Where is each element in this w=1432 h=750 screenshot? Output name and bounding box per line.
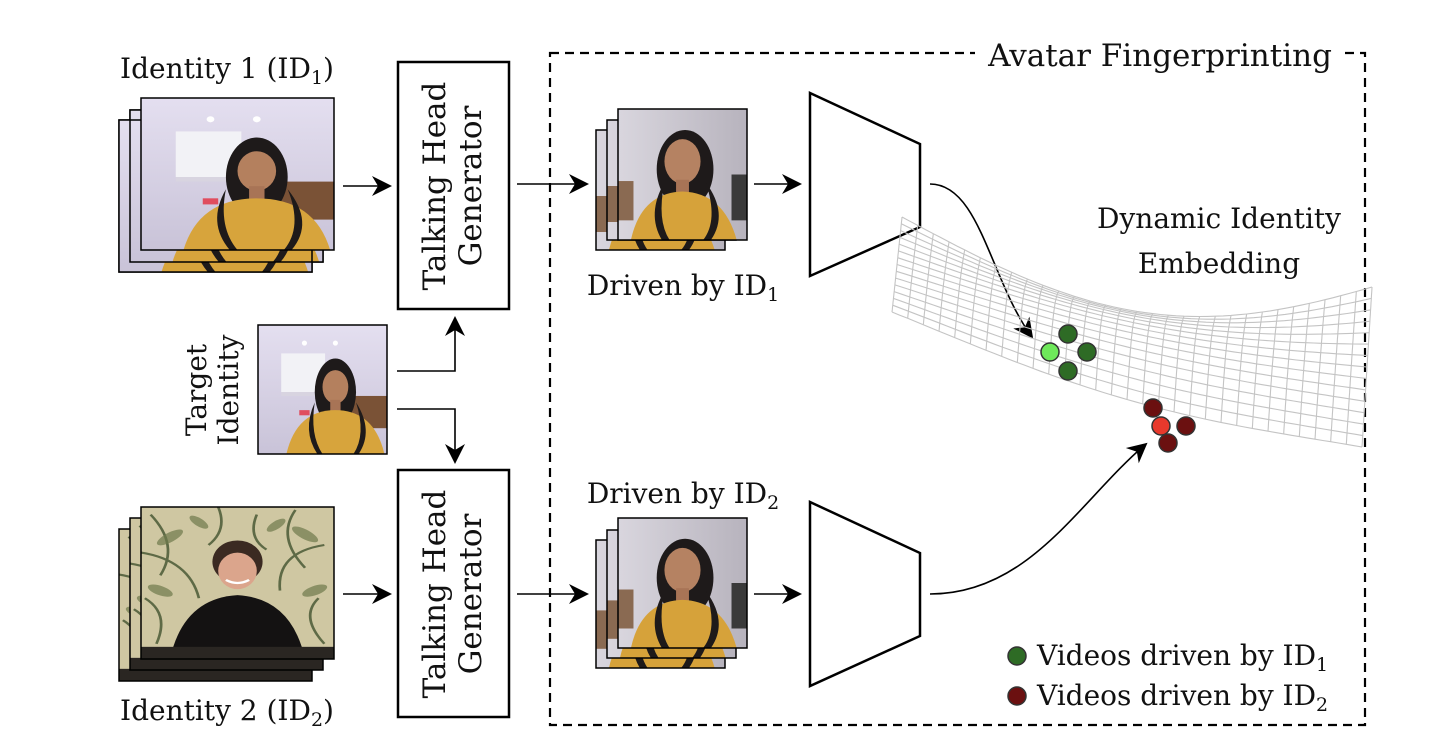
- identity1-label: Identity 1 (ID1): [120, 52, 334, 89]
- target-identity-label: TargetIdentity: [180, 334, 245, 445]
- region-title: Avatar Fingerprinting: [987, 38, 1332, 74]
- avatar-fingerprinting-region: [548, 51, 1367, 727]
- arrow-icon: [343, 174, 1148, 604]
- driven-id2-label: Driven by ID2: [587, 477, 779, 514]
- id1-embedding-cluster: [1040, 324, 1097, 381]
- talking-head-generator-bottom: Talking HeadGenerator: [396, 468, 511, 719]
- encoder-trapezoid-icon-top: [808, 91, 922, 278]
- legend-swatch-id2: [1007, 686, 1027, 706]
- svg-text:Talking HeadGenerator: Talking HeadGenerator: [417, 82, 489, 291]
- driven-id1-video-frame-stack-icon: [595, 108, 748, 251]
- id2-point: [1158, 433, 1178, 453]
- legend-label-id2: Videos driven by ID2: [1036, 679, 1328, 716]
- target-identity-image: [257, 324, 388, 455]
- id1-point: [1058, 324, 1078, 344]
- id2-point-highlight: [1151, 416, 1171, 436]
- driven-id1-label: Driven by ID1: [587, 269, 779, 306]
- identity2-label: Identity 2 (ID2): [120, 694, 334, 731]
- driven-id2-video-frame-stack-icon: [595, 517, 748, 669]
- identity2-video-frame-stack-icon: [118, 506, 335, 682]
- id2-embedding-cluster: [1143, 398, 1196, 453]
- id2-point: [1143, 398, 1163, 418]
- talking-head-generator-top: Talking HeadGenerator: [396, 60, 511, 311]
- id2-point: [1176, 416, 1196, 436]
- legend: Videos driven by ID1 Videos driven by ID…: [1007, 639, 1328, 716]
- id1-point: [1077, 342, 1097, 362]
- id1-point: [1058, 361, 1078, 381]
- embedding-mesh-icon: [891, 216, 1373, 448]
- legend-swatch-id1: [1007, 646, 1027, 666]
- identity1-video-frame-stack-icon: [118, 97, 335, 273]
- encoder-trapezoid-icon-bottom: [808, 500, 922, 688]
- legend-label-id1: Videos driven by ID1: [1036, 639, 1328, 676]
- svg-text:Talking HeadGenerator: Talking HeadGenerator: [417, 490, 489, 699]
- id1-point-highlight: [1040, 342, 1060, 362]
